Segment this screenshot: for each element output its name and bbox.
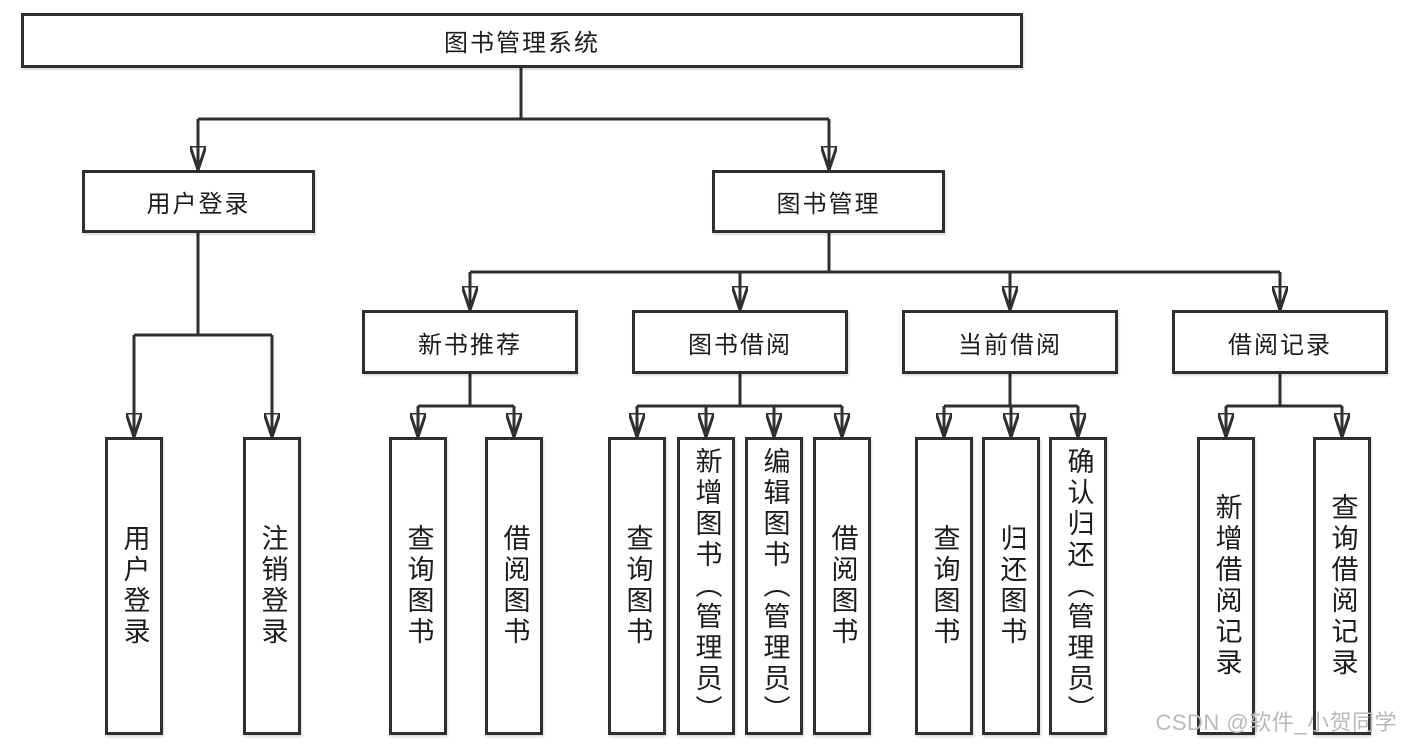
wires-new-book-recommendation <box>418 374 514 437</box>
wires-user-login <box>134 233 272 437</box>
leaf-logout-login: 注销登录 <box>243 437 301 735</box>
leaf-recommend-borrow-books: 借阅图书 <box>485 437 543 735</box>
node-library-management-system: 图书管理系统 <box>21 13 1023 68</box>
wires-current-borrowing <box>944 374 1078 437</box>
node-label: 归还图书 <box>996 524 1027 648</box>
wires-book-management <box>470 233 1280 310</box>
leaf-current-confirm-return-admin: 确认归还（管理员） <box>1049 437 1107 735</box>
leaf-borrowing-edit-books-admin: 编辑图书（管理员） <box>745 437 803 735</box>
node-label: 新增图书（管理员） <box>691 446 722 726</box>
node-label: 借阅图书 <box>827 524 858 648</box>
node-label: 借阅记录 <box>1228 331 1332 359</box>
watermark: CSDN @软件_小贺同学 <box>1155 710 1397 735</box>
node-label: 当前借阅 <box>958 331 1062 359</box>
node-current-borrowing: 当前借阅 <box>902 310 1118 374</box>
node-label: 用户登录 <box>119 524 150 648</box>
leaf-borrowing-add-books-admin: 新增图书（管理员） <box>677 437 735 735</box>
leaf-borrowing-query-books: 查询图书 <box>608 437 666 735</box>
node-label: 新书推荐 <box>418 331 522 359</box>
leaf-records-query-borrow-record: 查询借阅记录 <box>1313 437 1371 735</box>
node-label: 确认归还（管理员） <box>1063 446 1094 726</box>
leaf-borrowing-borrow-books: 借阅图书 <box>813 437 871 735</box>
node-new-book-recommendation: 新书推荐 <box>362 310 578 374</box>
node-label: 查询借阅记录 <box>1327 493 1358 679</box>
node-book-management: 图书管理 <box>712 170 945 233</box>
node-user-login: 用户登录 <box>82 170 315 233</box>
node-label: 图书管理系统 <box>444 30 600 57</box>
node-label: 编辑图书（管理员） <box>759 446 790 726</box>
leaf-current-return-books: 归还图书 <box>982 437 1040 735</box>
leaf-user-login: 用户登录 <box>105 437 163 735</box>
node-label: 查询图书 <box>929 524 960 648</box>
leaf-current-query-books: 查询图书 <box>915 437 973 735</box>
node-borrowing-records: 借阅记录 <box>1172 310 1388 374</box>
leaf-records-add-borrow-record: 新增借阅记录 <box>1197 437 1255 735</box>
node-book-borrowing: 图书借阅 <box>632 310 848 374</box>
node-label: 图书管理 <box>776 191 881 218</box>
wires-book-borrowing <box>637 374 842 437</box>
node-label: 借阅图书 <box>499 524 530 648</box>
node-label: 注销登录 <box>257 524 288 648</box>
wires-borrowing-records <box>1226 374 1342 437</box>
leaf-recommend-query-books: 查询图书 <box>389 437 447 735</box>
wires-root <box>198 68 829 170</box>
node-label: 图书借阅 <box>688 331 792 359</box>
node-label: 查询图书 <box>622 524 653 648</box>
node-label: 查询图书 <box>403 524 434 648</box>
node-label: 用户登录 <box>146 191 251 218</box>
node-label: 新增借阅记录 <box>1211 493 1242 679</box>
